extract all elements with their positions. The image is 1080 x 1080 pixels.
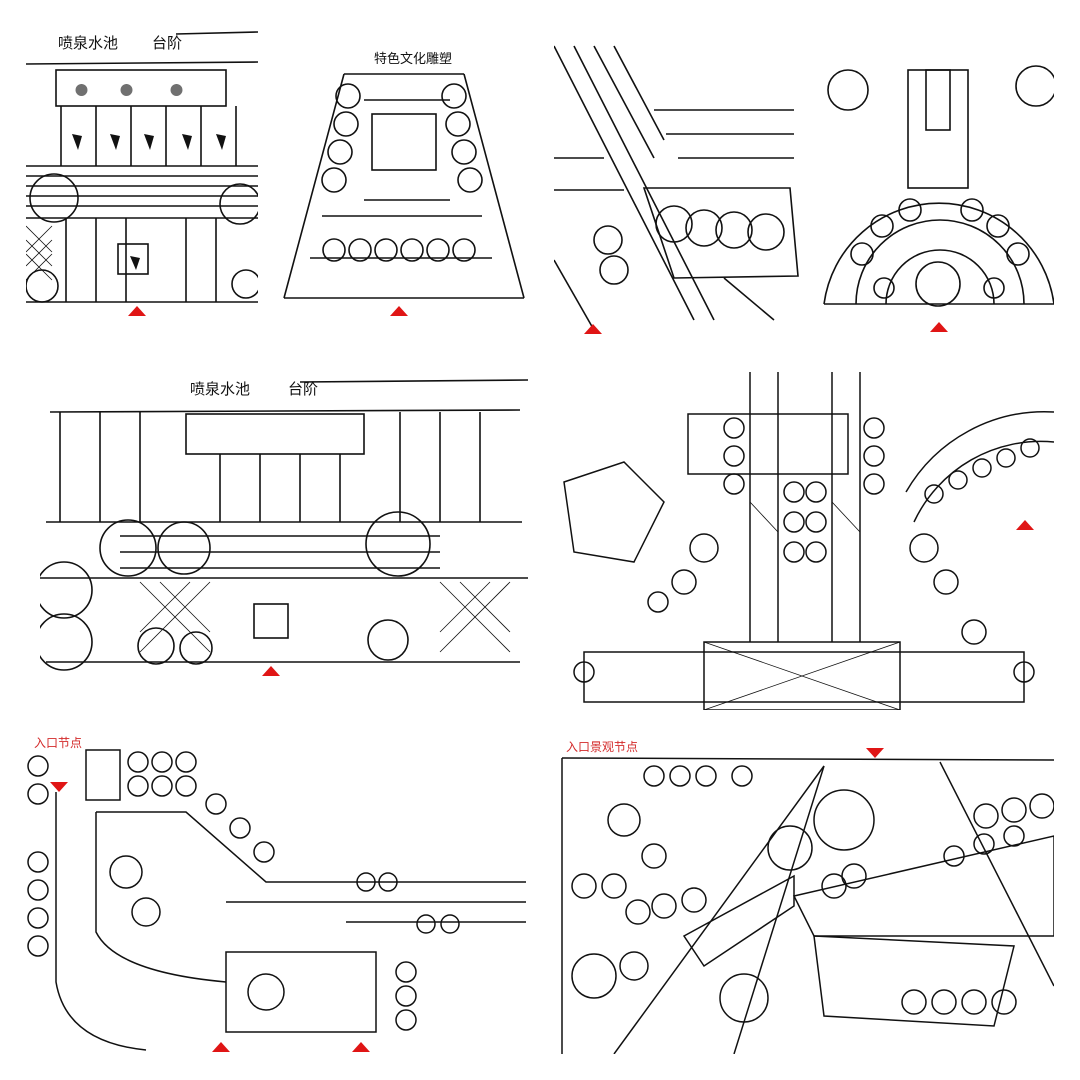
fountain-pool-label: 喷泉水池: [58, 34, 119, 52]
sketch-drawing: [26, 31, 258, 303]
entrance-landscape-node-label: 入口景观节点: [566, 740, 639, 754]
entrance-marker: [212, 1042, 230, 1052]
entrance-marker: [128, 306, 146, 316]
entrance-marker: [352, 1042, 370, 1052]
sketch-drawing: [561, 757, 1054, 1054]
sketch-panel-semicircle-plaza: [822, 26, 1054, 334]
entrance-marker: [50, 782, 68, 792]
sketch-drawing: [40, 379, 528, 671]
sketch-panel-fountain-steps-2: 喷泉水池 台阶: [40, 372, 528, 690]
fountain-pool-label: 喷泉水池: [190, 380, 251, 398]
sketch-panel-diagonal-path: [554, 40, 800, 338]
sketch-drawing: [27, 749, 526, 1051]
culture-sculpture-label: 特色文化雕塑: [374, 52, 453, 67]
sketch-drawing: [823, 65, 1054, 307]
sketch-panel-fountain-steps-1: 喷泉水池 台阶: [26, 26, 258, 326]
sketch-drawing: [554, 45, 799, 331]
sketch-panel-central-axis-plan: [554, 372, 1054, 710]
entrance-marker: [390, 306, 408, 316]
entrance-marker: [930, 322, 948, 332]
sketch-drawing: [283, 73, 525, 299]
steps-label: 台阶: [288, 380, 319, 398]
entrance-marker: [262, 666, 280, 676]
sketch-panel-entrance-node: 入口节点: [26, 732, 526, 1054]
entrance-marker: [584, 324, 602, 334]
entrance-node-label: 入口节点: [34, 736, 83, 750]
steps-label: 台阶: [152, 34, 183, 52]
sketch-drawing: [563, 372, 1054, 710]
entrance-marker: [1016, 520, 1034, 530]
entrance-marker: [866, 748, 884, 758]
sketch-panel-culture-sculpture: 特色文化雕塑: [282, 40, 526, 330]
sketch-panel-entrance-landscape-node: 入口景观节点: [554, 736, 1054, 1054]
